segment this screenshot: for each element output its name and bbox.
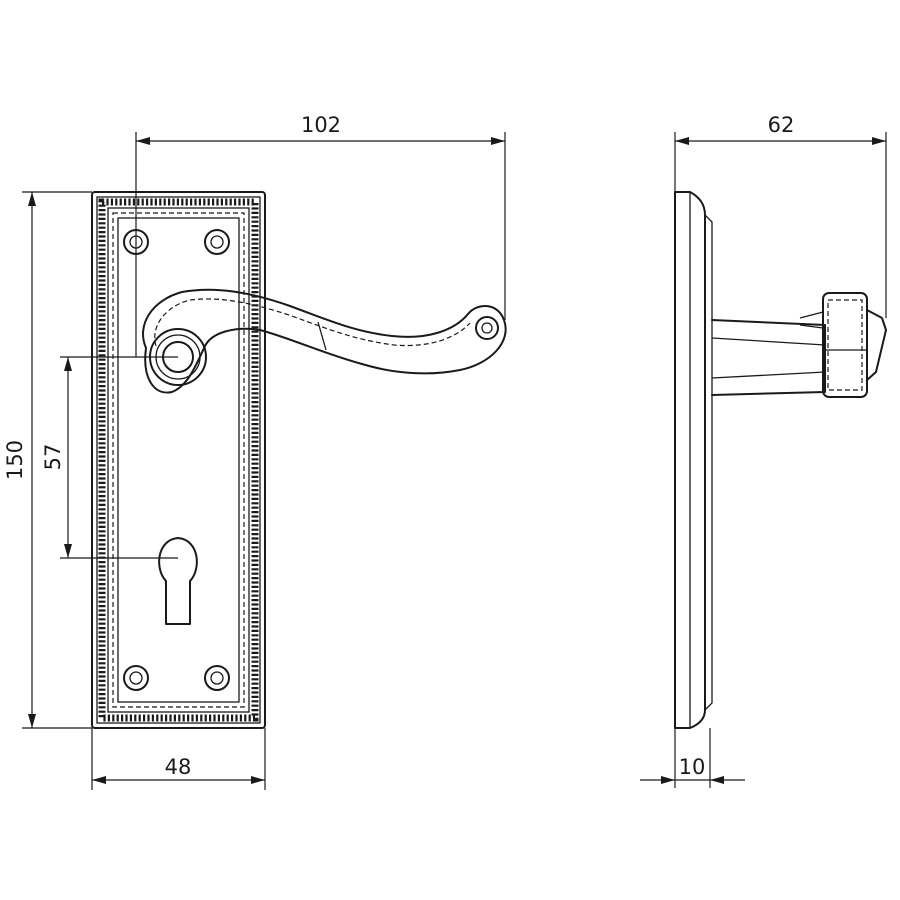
inner-panel-dashed [112, 212, 245, 708]
rope-border-inner [107, 207, 250, 713]
dimension-width: 48 [91, 728, 266, 790]
side-shank [711, 319, 826, 396]
screw-hole-bottom-left [123, 665, 149, 691]
dimension-label-width: 48 [165, 755, 192, 779]
side-backplate-step [704, 214, 713, 711]
rope-border-band [98, 198, 259, 722]
dimension-label-spindle-keyhole: 57 [41, 444, 65, 471]
lever-end-curl-inner [481, 322, 493, 334]
dimension-plate-thickness: 10 [640, 728, 745, 788]
side-view [674, 191, 887, 729]
rope-border-outer [96, 196, 261, 724]
screw-hole-bottom-right [204, 665, 230, 691]
lever-end-curl-outer [475, 316, 499, 340]
dimension-label-height: 150 [3, 440, 27, 480]
dimension-height: 150 [3, 191, 92, 729]
lever-handle [142, 288, 507, 394]
keyhole [158, 537, 198, 625]
dimension-label-handle-length: 102 [301, 113, 341, 137]
dimension-projection: 62 [674, 113, 887, 318]
lever-handle-ridge [317, 321, 327, 351]
side-lever-cap [822, 292, 868, 398]
front-view [91, 191, 507, 729]
dimension-spindle-keyhole: 57 [41, 356, 178, 559]
side-lever-tip [866, 309, 887, 381]
backplate-outline [91, 191, 266, 729]
dimension-label-plate-thickness: 10 [679, 755, 706, 779]
lever-handle-inner-line [154, 298, 471, 347]
screw-hole-top-right [204, 229, 230, 255]
inner-panel [117, 217, 240, 703]
dimension-label-projection: 62 [768, 113, 795, 137]
dimension-handle-length: 102 [135, 113, 506, 357]
